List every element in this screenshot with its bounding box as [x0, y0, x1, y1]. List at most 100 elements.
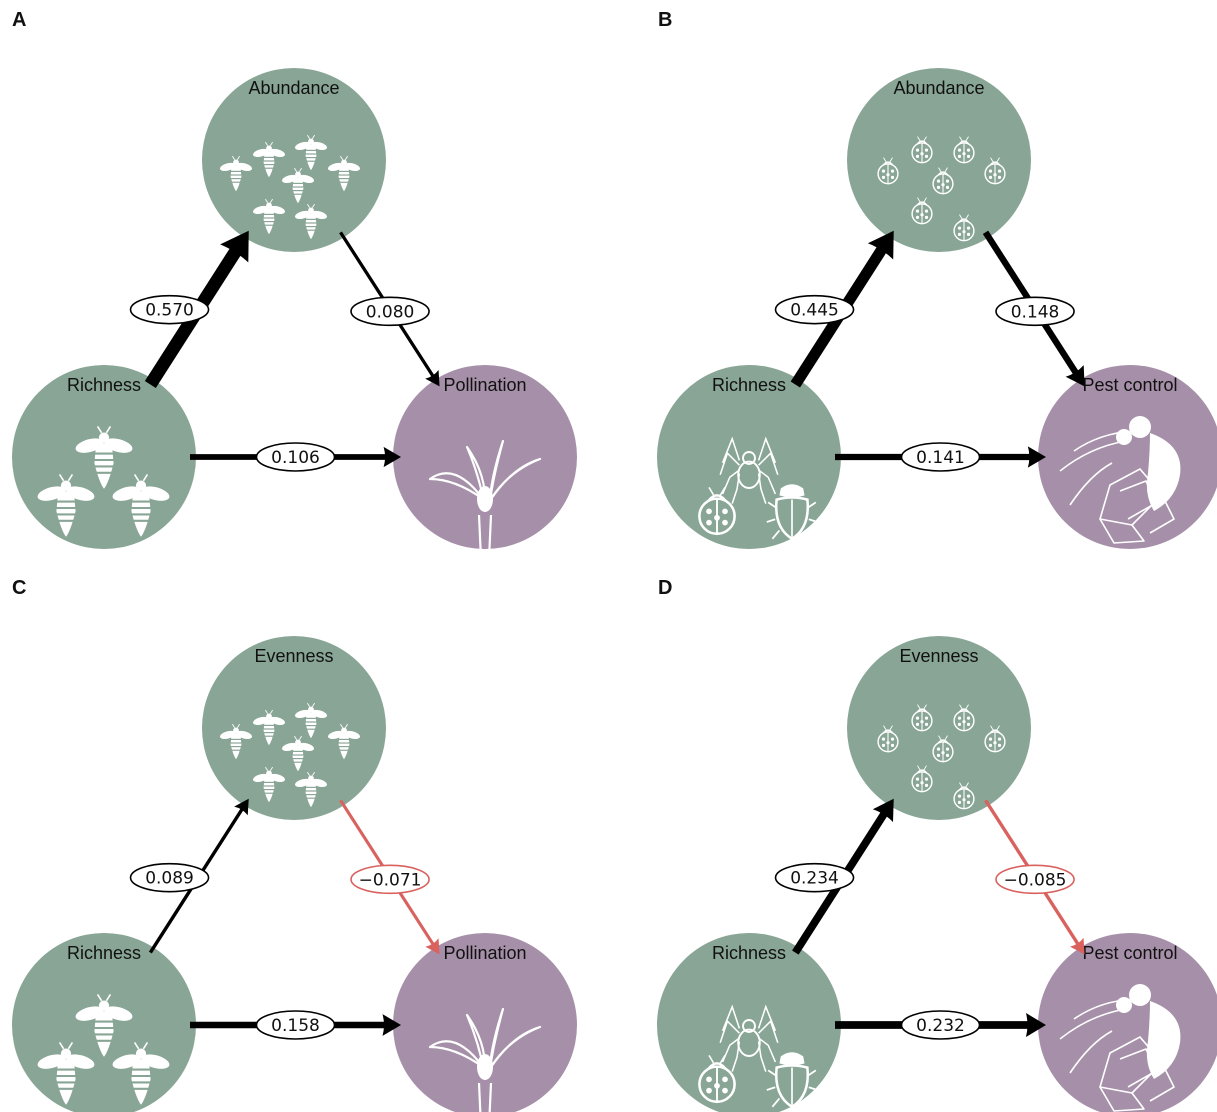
node-label: Evenness — [254, 646, 333, 666]
node-richness: Richness — [657, 365, 841, 549]
path-arrowhead-2-1 — [425, 938, 440, 955]
bee-icon — [295, 203, 327, 240]
node-circle — [657, 365, 841, 549]
node-label: Pest control — [1082, 943, 1177, 963]
ladybug-icon — [877, 725, 899, 753]
edges: 0.445 0.148 0.141 — [774, 230, 1085, 472]
coefficient-text: 0.232 — [916, 1016, 965, 1036]
bee-icon — [295, 134, 327, 171]
ladybug-icon — [953, 136, 975, 164]
path-arrowhead-3-2 — [1025, 1013, 1046, 1037]
node-circle — [657, 933, 841, 1112]
coefficient-text: −0.071 — [359, 870, 422, 890]
bee-icon — [328, 723, 360, 760]
ladybug-icon — [953, 782, 975, 810]
coefficient-text: 0.106 — [271, 448, 320, 468]
coefficient-text: 0.445 — [790, 301, 839, 321]
ladybug-icon — [911, 136, 933, 164]
path-arrowhead-0-1 — [425, 370, 440, 387]
flower-icon — [428, 439, 542, 560]
aphid-icon — [1059, 416, 1181, 544]
node-circle — [202, 636, 386, 820]
panel-letter: B — [658, 9, 672, 31]
path-coefficient-label: 0.148 — [995, 296, 1075, 327]
bee-icon — [295, 771, 327, 808]
node-richness: Richness — [657, 933, 841, 1112]
path-coefficient-label: −0.085 — [995, 864, 1075, 895]
ladybug-icon — [877, 157, 899, 185]
node-label: Pest control — [1082, 375, 1177, 395]
bee-icon — [37, 1041, 95, 1105]
path-arrowhead-2-2 — [382, 1014, 401, 1036]
node-label: Abundance — [893, 78, 984, 98]
bee-icon — [253, 766, 285, 803]
path-coefficient-label: 0.445 — [774, 294, 855, 325]
bee-icon — [282, 735, 314, 772]
bee-icon — [253, 141, 285, 178]
coefficient-text: 0.141 — [916, 448, 965, 468]
path-arrowhead-3-1 — [1070, 937, 1085, 955]
node-richness: Richness — [12, 933, 196, 1112]
ladybug-icon — [932, 167, 954, 195]
path-coefficient-label: 0.234 — [774, 862, 855, 893]
path-coefficient-label: −0.071 — [350, 864, 430, 895]
beetle-icon — [766, 1052, 818, 1109]
path-arrowhead-0-2 — [383, 446, 401, 468]
ladybug-icon — [911, 765, 933, 793]
node-pest-control: Pest control — [1038, 365, 1217, 549]
node-evenness: Evenness — [847, 636, 1031, 820]
node-label: Richness — [712, 943, 786, 963]
bee-icon — [220, 155, 252, 192]
node-circle — [202, 68, 386, 252]
coefficient-text: −0.085 — [1004, 870, 1067, 890]
aphid-icon — [1059, 984, 1181, 1112]
node-label: Pollination — [443, 943, 526, 963]
node-label: Abundance — [248, 78, 339, 98]
panel-letter: A — [12, 9, 26, 31]
node-evenness: Evenness — [202, 636, 386, 820]
ladybug-icon — [984, 725, 1006, 753]
bee-icon — [112, 473, 170, 537]
node-label: Richness — [67, 375, 141, 395]
ladybug-icon — [953, 214, 975, 242]
path-coefficient-label: 0.089 — [129, 862, 210, 893]
path-arrowhead-1-2 — [1027, 446, 1046, 468]
bee-icon — [328, 155, 360, 192]
edges: 0.570 0.080 0.106 — [129, 230, 440, 472]
path-coefficient-label: 0.158 — [255, 1010, 336, 1040]
path-coefficient-label: 0.080 — [350, 296, 430, 327]
node-abundance: Abundance — [202, 68, 386, 252]
node-label: Richness — [712, 375, 786, 395]
coefficient-text: 0.080 — [366, 302, 415, 322]
coefficient-text: 0.570 — [145, 301, 194, 321]
node-richness: Richness — [12, 365, 196, 549]
node-pest-control: Pest control — [1038, 933, 1217, 1112]
path-coefficient-label: 0.106 — [255, 442, 336, 472]
ladybug-icon — [698, 486, 736, 536]
node-circle — [393, 365, 577, 549]
coefficient-text: 0.234 — [790, 869, 839, 889]
node-pollination: Pollination — [393, 365, 577, 560]
node-circle — [393, 933, 577, 1112]
coefficient-text: 0.148 — [1011, 302, 1060, 322]
path-coefficient-label: 0.141 — [900, 442, 981, 472]
bee-icon — [253, 198, 285, 235]
bee-icon — [295, 702, 327, 739]
path-arrowhead-0-0 — [220, 230, 249, 263]
path-arrowhead-1-1 — [1065, 365, 1085, 387]
coefficient-text: 0.089 — [145, 869, 194, 889]
edges: 0.234 −0.085 0.232 — [774, 798, 1085, 1040]
node-abundance: Abundance — [847, 68, 1031, 252]
ladybug-icon — [911, 704, 933, 732]
bee-icon — [220, 723, 252, 760]
beetle-icon — [766, 484, 818, 541]
bee-icon — [253, 709, 285, 746]
ladybug-icon — [911, 197, 933, 225]
spider-icon — [719, 1004, 779, 1072]
coefficient-text: 0.158 — [271, 1016, 320, 1036]
path-coefficient-label: 0.232 — [900, 1010, 981, 1040]
panel-letter: C — [12, 577, 26, 599]
